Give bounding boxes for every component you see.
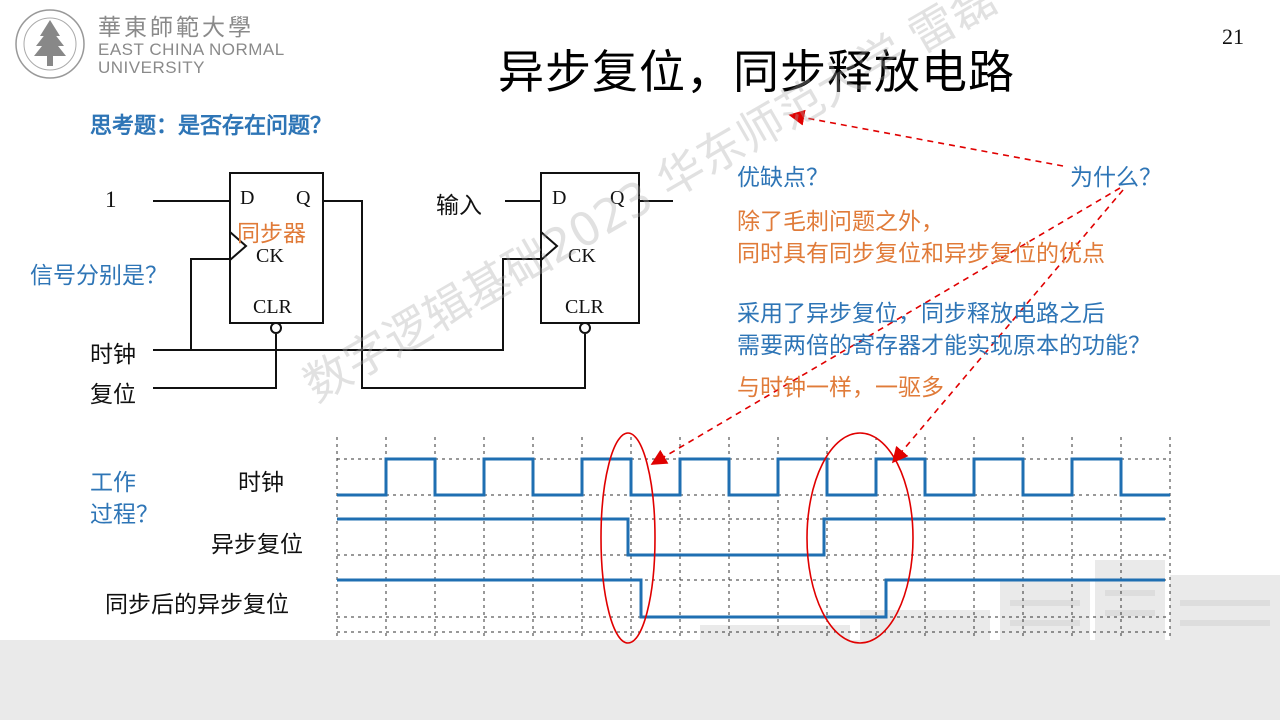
wire-clock-to-ck2 (153, 258, 541, 351)
clr1-bubble (270, 322, 282, 334)
university-name-en-line2: UNIVERSITY (98, 58, 206, 77)
ff1-d-pin: D (240, 187, 255, 209)
wire-clock-to-ck1 (190, 258, 230, 350)
answer1-line2: 同时具有同步复位和异步复位的优点 (737, 241, 1105, 267)
timing-clock-label: 时钟 (238, 470, 284, 496)
university-name-cn: 華東師範大學 (98, 15, 254, 41)
pros-cons-question: 优缺点？ (737, 165, 829, 191)
highlight-ellipse-2 (806, 432, 914, 644)
slide-title: 异步复位，同步释放电路 (498, 45, 1015, 99)
wire-q1-to-clr2 (323, 200, 586, 389)
highlight-ellipse-1 (600, 432, 656, 644)
tree-emblem-icon (15, 9, 85, 79)
clock-input-label: 时钟 (90, 342, 136, 368)
reset-input-label: 复位 (90, 382, 136, 408)
ff1-clock-triangle (229, 231, 248, 261)
synchronizer-label: 同步器 (237, 221, 306, 247)
university-logo: 華東師範大學 EAST CHINA NORMAL UNIVERSITY (12, 6, 312, 86)
signal-question: 信号分别是？ (30, 263, 168, 289)
university-name-en-line1: EAST CHINA NORMAL (98, 40, 285, 59)
page-number: 21 (1222, 24, 1244, 49)
answer1-line1: 除了毛刺问题之外， (737, 209, 944, 235)
ff1-ck-pin: CK (256, 245, 284, 267)
ff2-d-pin: D (552, 187, 567, 209)
timing-synced-reset-label: 同步后的异步复位 (105, 592, 289, 618)
synced-reset-waveform (337, 578, 1165, 619)
async-reset-waveform (337, 517, 1165, 557)
clr2-bubble (579, 322, 591, 334)
ff2-q-pin: Q (610, 187, 625, 209)
main-question: 思考题：是否存在问题？ (90, 114, 333, 139)
clock-waveform (337, 457, 1170, 497)
ff1-clr-pin: CLR (253, 296, 292, 318)
ff2-clr-pin: CLR (565, 296, 604, 318)
why-question: 为什么？ (1070, 165, 1162, 191)
arrow-why-to-edge-1 (650, 187, 1121, 465)
process-question-line1: 工作 (90, 470, 136, 496)
timing-grid (336, 437, 1171, 640)
question2-line1: 采用了异步复位，同步释放电路之后 (737, 301, 1105, 327)
ff2-ck-pin: CK (568, 245, 596, 267)
process-question-line2: 过程？ (90, 502, 159, 528)
answer2: 与时钟一样，一驱多 (737, 375, 944, 401)
ff1-q-pin: Q (296, 187, 311, 209)
question2-line2: 需要两倍的寄存器才能实现原本的功能？ (737, 333, 1151, 359)
input-one-label: 1 (105, 187, 117, 212)
ff2-clock-triangle (540, 231, 559, 261)
timing-async-reset-label: 异步复位 (211, 532, 303, 558)
arrow-why-to-edge-2 (891, 189, 1124, 464)
arrow-why-to-title (788, 109, 1064, 167)
input-data-label: 输入 (436, 193, 482, 219)
flip-flop-2 (540, 172, 640, 324)
wire-reset-to-clr1 (153, 334, 277, 389)
